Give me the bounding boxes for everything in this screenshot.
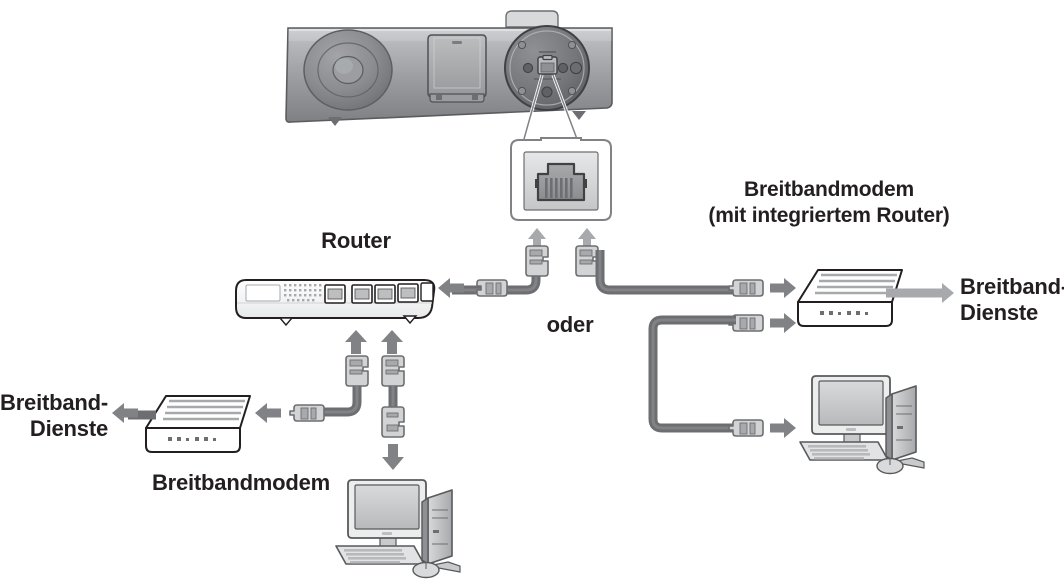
- broadband-services-left-label-line2: Dienste: [29, 416, 108, 441]
- ethernet-plug-icon: [380, 405, 406, 439]
- cable-router-to-modem: [296, 386, 364, 430]
- arrow-up-icon: [578, 228, 596, 250]
- broadband-modem: [140, 388, 258, 460]
- arrow-right-icon: [770, 418, 796, 438]
- broadband-modem-left-label: Breitbandmodem: [151, 470, 331, 495]
- ethernet-plug-icon: [728, 310, 764, 336]
- arrow-up-icon: [528, 228, 546, 250]
- arrow-down-icon: [382, 444, 404, 470]
- cable-modem-to-computer: [648, 315, 740, 433]
- arrow-right-icon: [930, 283, 954, 303]
- arrow-right-icon: [770, 278, 796, 298]
- arrow-left-icon: [438, 278, 464, 298]
- broadband-modem-router-label-line1: Breitbandmodem: [744, 178, 914, 201]
- broadband-modem-with-integrated-router: [792, 262, 910, 334]
- arrow-left-icon: [255, 403, 281, 423]
- ethernet-plug-icon: [344, 354, 370, 388]
- router-label: Router: [321, 228, 391, 253]
- ethernet-plug-icon: [380, 354, 406, 388]
- broadband-services-right-label-line1: Breitband-: [960, 274, 1064, 299]
- ethernet-plug-icon: [476, 275, 512, 301]
- router: [232, 272, 437, 328]
- arrow-up-icon: [381, 330, 403, 354]
- cable-to-router: [452, 246, 552, 312]
- cable-to-broadband-modem: [595, 246, 738, 312]
- broadband-services-right-label-line2: Dienste: [960, 300, 1039, 325]
- cable-router-to-computer: [387, 386, 399, 408]
- arrow-left-icon: [112, 403, 138, 423]
- ethernet-plug-icon: [289, 400, 325, 426]
- broadband-modem-router-label-line2: (mit integriertem Router): [708, 204, 950, 227]
- arrow-up-icon: [345, 330, 367, 354]
- ethernet-plug-icon: [728, 415, 764, 441]
- broadband-services-left-label-line1: Breitband-: [0, 390, 109, 415]
- ethernet-plug-icon: [728, 275, 764, 301]
- arrow-right-icon: [770, 313, 796, 333]
- or-label: oder: [546, 312, 594, 337]
- desktop-computer: [786, 370, 934, 475]
- ethernet-plug-icon: [524, 244, 550, 278]
- audio-system-rear-panel: [280, 8, 620, 148]
- ethernet-jack-callout: [505, 137, 617, 230]
- desktop-computer: [322, 474, 470, 579]
